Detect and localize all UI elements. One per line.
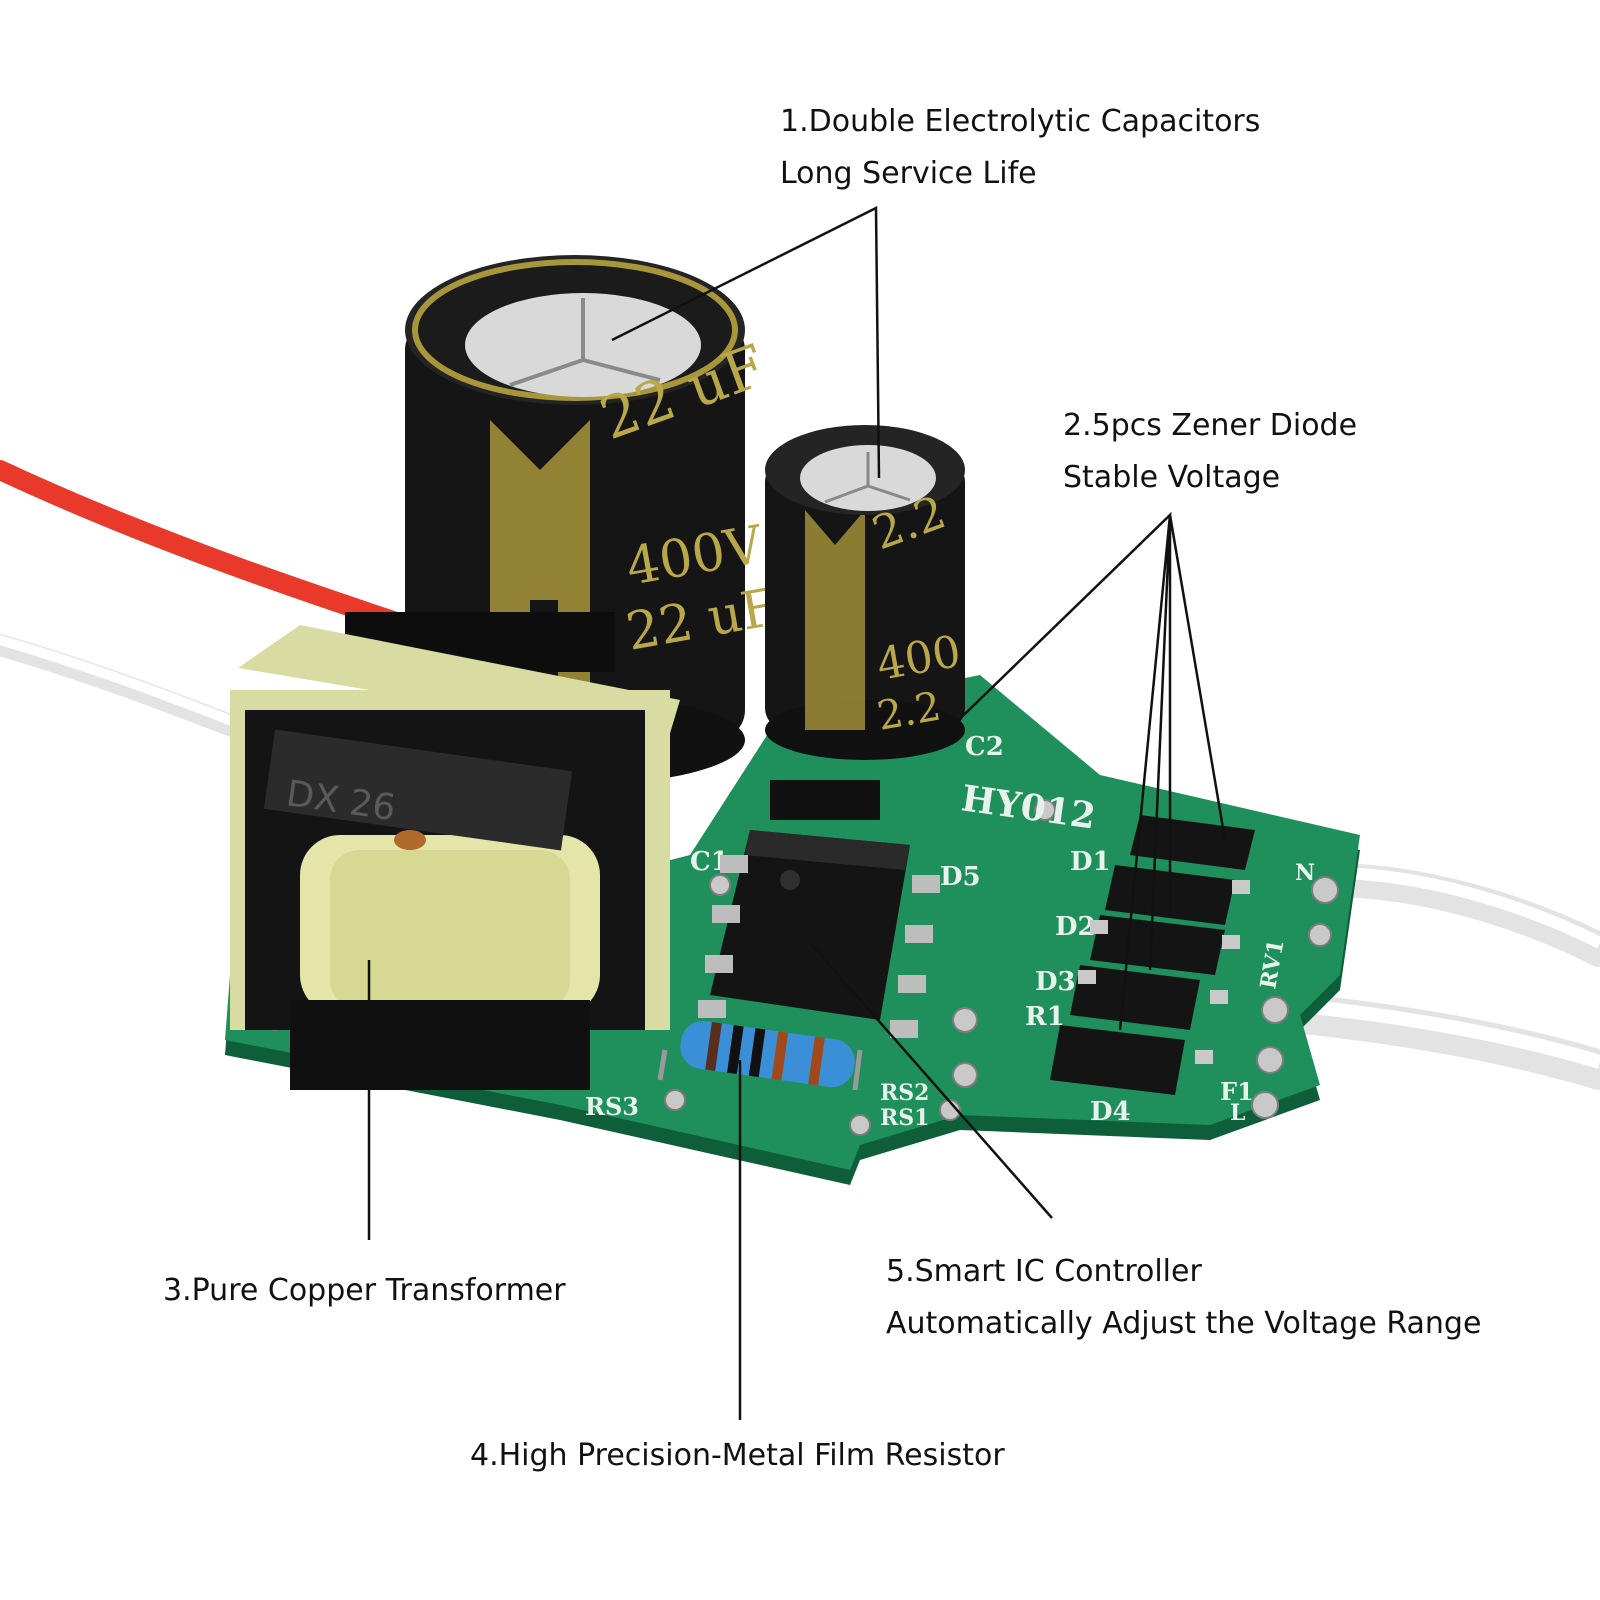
svg-text:D1: D1 [1070,847,1111,877]
leader-lines [367,205,1227,1420]
svg-text:R1: R1 [1025,1002,1065,1032]
svg-text:L: L [1230,1100,1245,1126]
white-wire-right-top [1313,863,1600,967]
svg-text:RS1: RS1 [880,1105,929,1131]
svg-text:RS3: RS3 [585,1092,639,1121]
svg-text:D5: D5 [940,862,981,892]
metal-film-resistor [657,1020,863,1091]
svg-text:D3: D3 [1035,967,1076,997]
callout-capacitors: 1.Double Electrolytic Capacitors Long Se… [780,96,1260,200]
leader-ic [811,944,1053,1219]
red-wire [0,460,430,640]
callout-transformer-title: 3.Pure Copper Transformer [163,1273,566,1308]
white-wire-left [0,634,281,751]
svg-text:F1: F1 [1220,1077,1254,1106]
callout-ic: 5.Smart IC Controller Automatically Adju… [886,1246,1481,1350]
svg-text:RS2: RS2 [880,1080,929,1106]
svg-text:D4: D4 [1090,1097,1131,1127]
svg-text:D2: D2 [1055,912,1096,942]
callout-ic-title: 5.Smart IC Controller [886,1254,1202,1289]
callout-transformer: 3.Pure Copper Transformer [163,1265,566,1317]
leader-zener [939,511,1227,1031]
callout-zener-title: 2.5pcs Zener Diode [1063,408,1358,443]
callout-zener-subtitle: Stable Voltage [1063,460,1281,495]
callout-ic-subtitle: Automatically Adjust the Voltage Range [886,1306,1482,1341]
svg-text:C2: C2 [965,732,1004,762]
callout-resistor-title: 4.High Precision-Metal Film Resistor [470,1438,1005,1473]
callout-capacitors-title: 1.Double Electrolytic Capacitors [780,104,1261,139]
callout-zener: 2.5pcs Zener Diode Stable Voltage [1063,400,1357,504]
callout-resistor: 4.High Precision-Metal Film Resistor [470,1430,1005,1482]
callout-capacitors-subtitle: Long Service Life [780,156,1037,191]
transformer: DX 26 [230,612,680,1090]
white-wire-left-highlight [0,635,275,740]
ic-controller [698,780,940,1038]
small-electrolytic-capacitor: 2.2 400 2.2 [765,425,965,760]
svg-text:N: N [1295,860,1315,886]
leader-capacitors [611,205,881,479]
svg-text:2.2: 2.2 [874,683,945,739]
